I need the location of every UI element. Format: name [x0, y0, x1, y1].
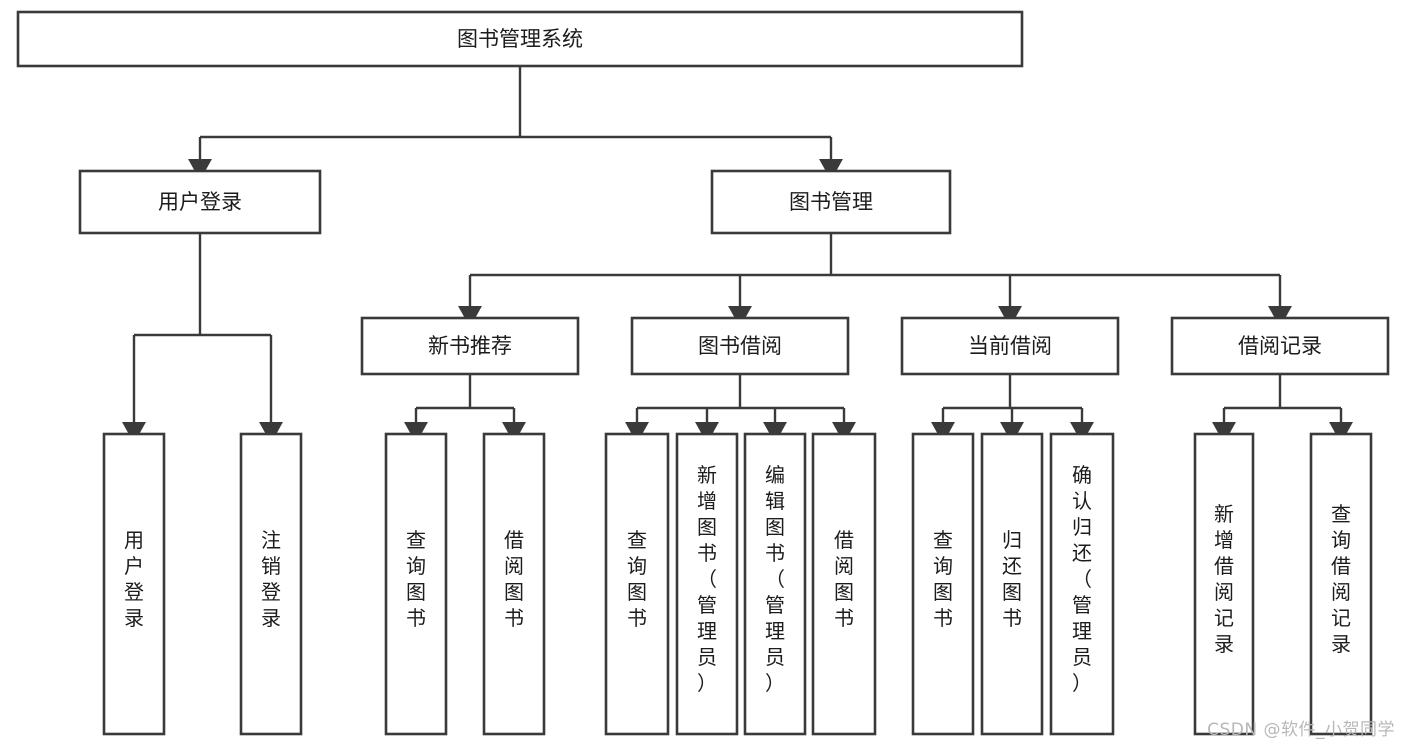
node-book-borrow-rect [630, 316, 850, 376]
node-leaf-query-book-1-rect [384, 432, 448, 736]
node-root-system-rect [16, 10, 1024, 68]
node-leaf-query-record[interactable]: 查询借阅记录 [1309, 432, 1373, 736]
node-leaf-add-book[interactable]: 新增图书（管理员） [675, 432, 739, 736]
node-borrow-record[interactable]: 借阅记录 [1170, 316, 1390, 376]
node-leaf-query-record-rect [1309, 432, 1373, 736]
node-leaf-user-login-label: 用户登录 [124, 528, 144, 630]
node-leaf-add-book-rect [675, 432, 739, 736]
node-root-system-label: 图书管理系统 [457, 27, 583, 51]
node-leaf-query-book-1-label: 查询图书 [406, 528, 426, 630]
node-user-login-rect [78, 169, 322, 235]
node-leaf-user-login-rect [102, 432, 166, 736]
node-leaf-borrow-book-1-label: 借阅图书 [504, 528, 524, 630]
node-borrow-record-rect [1170, 316, 1390, 376]
node-root-system[interactable]: 图书管理系统 [16, 10, 1024, 68]
node-leaf-logout-label: 注销登录 [261, 528, 281, 630]
node-new-book-rec-rect [360, 316, 580, 376]
node-leaf-query-book-2-rect [604, 432, 670, 736]
node-leaf-add-book-label: 新增图书（管理员） [697, 463, 717, 695]
node-leaf-query-book-2[interactable]: 查询图书 [604, 432, 670, 736]
node-current-borrow-rect [900, 316, 1120, 376]
node-leaf-query-record-label: 查询借阅记录 [1331, 502, 1351, 656]
node-leaf-edit-book[interactable]: 编辑图书（管理员） [743, 432, 807, 736]
node-leaf-query-book-2-label: 查询图书 [627, 528, 647, 630]
node-leaf-borrow-book-2-rect [811, 432, 877, 736]
node-leaf-query-book-3-rect [911, 432, 975, 736]
node-book-manage[interactable]: 图书管理 [710, 169, 952, 235]
node-book-manage-rect [710, 169, 952, 235]
node-boxes: 图书管理系统用户登录图书管理新书推荐图书借阅当前借阅借阅记录用户登录注销登录查询… [16, 10, 1390, 736]
node-leaf-add-record-rect [1193, 432, 1255, 736]
node-leaf-return-book-label: 归还图书 [1002, 528, 1022, 630]
node-new-book-rec-label: 新书推荐 [428, 334, 512, 358]
node-leaf-borrow-book-2[interactable]: 借阅图书 [811, 432, 877, 736]
node-leaf-query-book-3[interactable]: 查询图书 [911, 432, 975, 736]
node-new-book-rec[interactable]: 新书推荐 [360, 316, 580, 376]
node-leaf-query-book-3-label: 查询图书 [933, 528, 953, 630]
node-book-borrow-label: 图书借阅 [698, 334, 782, 358]
node-leaf-borrow-book-1[interactable]: 借阅图书 [482, 432, 546, 736]
node-leaf-borrow-book-2-label: 借阅图书 [834, 528, 854, 630]
node-leaf-logout[interactable]: 注销登录 [239, 432, 303, 736]
node-leaf-confirm-return-label: 确认归还（管理员） [1072, 463, 1092, 695]
node-borrow-record-label: 借阅记录 [1238, 334, 1322, 358]
node-leaf-return-book[interactable]: 归还图书 [980, 432, 1044, 736]
node-book-borrow[interactable]: 图书借阅 [630, 316, 850, 376]
node-leaf-confirm-return[interactable]: 确认归还（管理员） [1049, 432, 1115, 736]
node-leaf-borrow-book-1-rect [482, 432, 546, 736]
node-leaf-return-book-rect [980, 432, 1044, 736]
node-leaf-user-login[interactable]: 用户登录 [102, 432, 166, 736]
connector-lines [122, 66, 1353, 444]
node-leaf-add-record-label: 新增借阅记录 [1214, 502, 1234, 656]
node-leaf-query-book-1[interactable]: 查询图书 [384, 432, 448, 736]
node-leaf-confirm-return-rect [1049, 432, 1115, 736]
node-current-borrow[interactable]: 当前借阅 [900, 316, 1120, 376]
node-user-login-label: 用户登录 [158, 190, 242, 214]
node-leaf-edit-book-label: 编辑图书（管理员） [765, 463, 785, 695]
node-leaf-add-record[interactable]: 新增借阅记录 [1193, 432, 1255, 736]
node-leaf-logout-rect [239, 432, 303, 736]
node-book-manage-label: 图书管理 [789, 190, 873, 214]
node-user-login[interactable]: 用户登录 [78, 169, 322, 235]
node-leaf-edit-book-rect [743, 432, 807, 736]
node-current-borrow-label: 当前借阅 [968, 334, 1052, 358]
